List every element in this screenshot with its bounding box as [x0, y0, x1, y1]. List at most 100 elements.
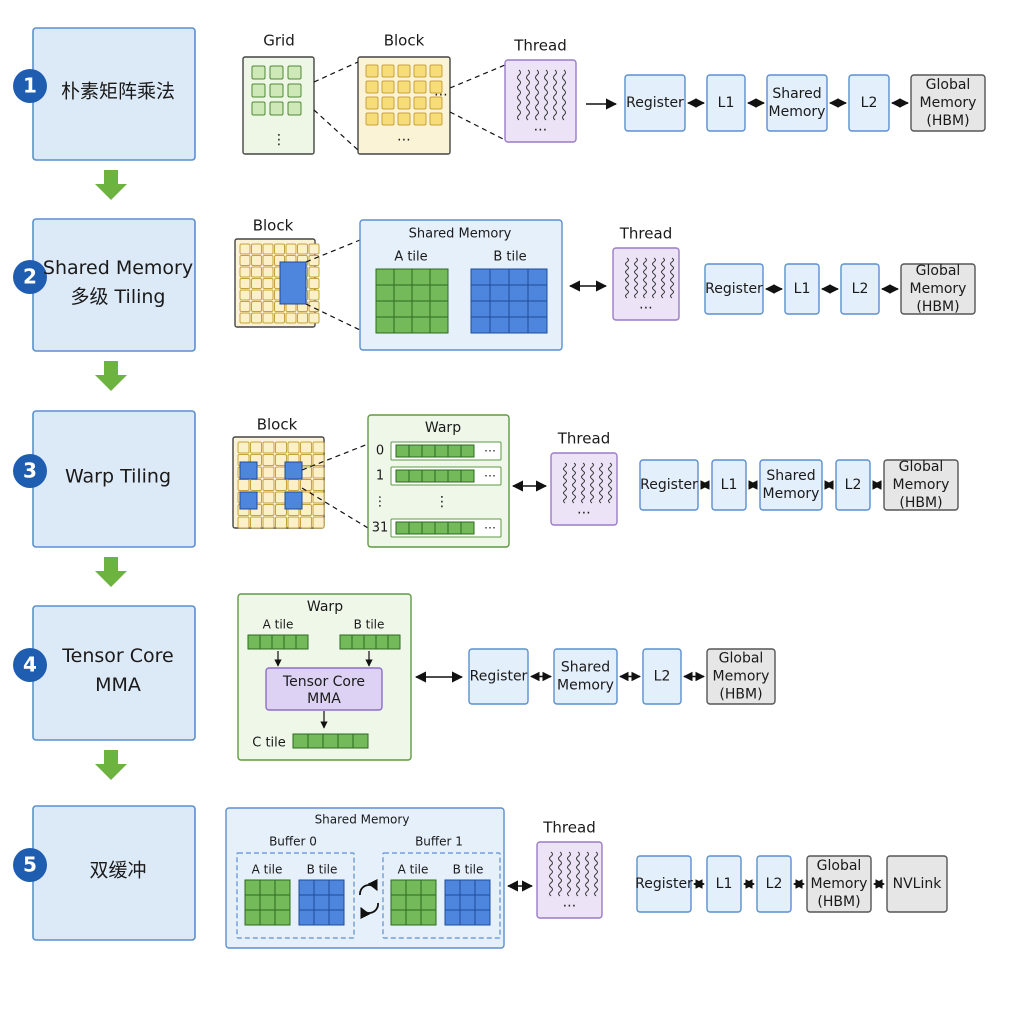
b-tile-cell [527, 316, 548, 334]
thread-wave [670, 257, 674, 299]
thread-dots: ⋯ [534, 122, 548, 138]
memory-box [840, 263, 880, 315]
row1-memory-l1: L1 [706, 74, 746, 132]
memory-box [766, 74, 828, 132]
block-cell [397, 64, 411, 78]
thread-wave [608, 462, 612, 504]
memory-label: Memory [713, 669, 770, 685]
warp-lane-cell [460, 469, 475, 483]
warp-lane-cell [408, 469, 423, 483]
b-tile-label: B tile [453, 863, 484, 877]
block-cell [413, 80, 427, 94]
b-tile-cell [313, 894, 330, 911]
block-cell [429, 64, 443, 78]
stage-title: 多级 Tiling [70, 286, 165, 308]
thread-label: Thread [513, 37, 566, 55]
memory-label: (HBM) [916, 299, 959, 315]
b-tile-cell [444, 894, 461, 911]
block-cell [275, 516, 287, 529]
a-tile-cell [244, 894, 261, 911]
warp-tile [284, 491, 303, 510]
b-tile-cell [474, 879, 491, 896]
b-tile-cell [313, 909, 330, 926]
thread-wave [526, 69, 530, 121]
a-tile-cell [244, 879, 261, 896]
a-tile-cell [405, 909, 422, 926]
stage-number: 3 [23, 459, 37, 483]
row1-memory-register: Register [624, 74, 686, 132]
a-tile-cell [429, 284, 449, 302]
stage-box [32, 605, 196, 741]
memory-label: Register [470, 669, 528, 685]
memory-box [883, 459, 959, 511]
block-cell [239, 243, 251, 255]
a-tile-cell [393, 316, 413, 334]
memory-label: L1 [716, 876, 733, 892]
block-cell [300, 441, 312, 454]
block-cell [237, 479, 250, 491]
block-cell [413, 112, 427, 126]
stage-title: Warp Tiling [65, 466, 171, 488]
warp-lane-cell [395, 469, 410, 483]
a-tile-label: A tile [263, 618, 294, 632]
a-tile-cell [411, 300, 431, 318]
memory-label: Global [926, 77, 971, 93]
block-cell [262, 466, 275, 479]
block-cell [308, 278, 320, 289]
memory-box [624, 74, 686, 132]
block-cell [251, 255, 262, 266]
thread-label: Thread [542, 819, 595, 837]
b-tile-cell [470, 268, 491, 286]
c-tile-cell [292, 733, 309, 749]
warp-lane-cell [447, 444, 462, 458]
shared-memory-panel [225, 807, 505, 949]
stage-title: MMA [95, 674, 141, 696]
thread-wave [562, 69, 566, 121]
block-cell [397, 112, 411, 126]
c-tile-cell [307, 733, 324, 749]
a-tile-cell [283, 634, 297, 650]
memory-label: (HBM) [926, 113, 969, 129]
a-tile-cell [393, 268, 413, 286]
b-tile-cell [474, 909, 491, 926]
block-cell [239, 301, 251, 312]
zoom-line [301, 443, 369, 471]
thread-dots: ⋯ [577, 505, 591, 521]
block-cell [239, 278, 251, 289]
thread-wave [567, 851, 571, 897]
block-cell [308, 289, 320, 301]
block-cell [287, 441, 300, 454]
down-arrow-icon [95, 557, 127, 587]
grid-cell [287, 65, 302, 80]
a-tile-label: A tile [398, 863, 429, 877]
a-tile-cell [375, 268, 395, 286]
thread-box [536, 841, 603, 919]
block-cell [251, 312, 262, 324]
grid-cell [251, 101, 266, 116]
memory-label: Memory [893, 477, 950, 493]
b-tile-cell [363, 634, 377, 650]
block-cell [275, 504, 287, 516]
warp-tile [239, 461, 258, 480]
block-cell [312, 504, 325, 516]
a-tile-cell [271, 634, 285, 650]
memory-label: (HBM) [899, 495, 942, 511]
b-tile-cell [328, 894, 345, 911]
block-cell [262, 312, 274, 324]
a-tile-cell [259, 634, 273, 650]
warp-lane-cell [460, 444, 475, 458]
b-tile-cell [489, 300, 510, 318]
block-cell [251, 266, 262, 278]
memory-label: Register [640, 477, 698, 493]
c-tile-cell [337, 733, 354, 749]
grid-label: Grid [263, 32, 294, 50]
memory-box [468, 648, 529, 705]
warp-lane-dots: ⋯ [484, 521, 496, 535]
a-tile-cell [420, 909, 437, 926]
memory-label: Register [626, 95, 684, 111]
block-cell [274, 243, 285, 255]
memory-box [706, 855, 742, 913]
block-cell [429, 80, 443, 94]
